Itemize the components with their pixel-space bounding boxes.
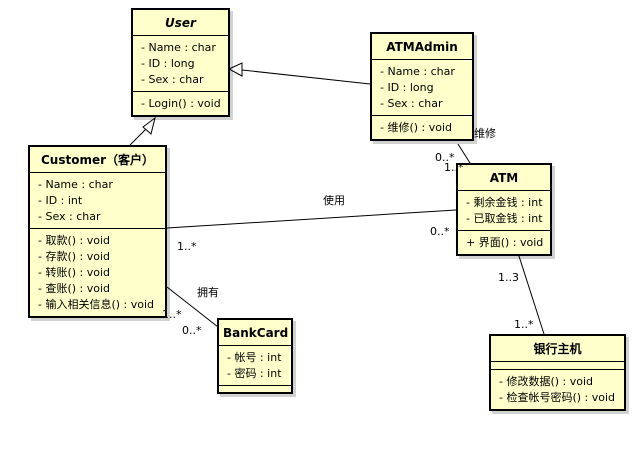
attribute: - Sex : char: [141, 73, 204, 86]
class-name: BankCard: [219, 320, 291, 346]
association-name-own: 拥有: [197, 286, 219, 299]
attribute: - Name : char: [38, 178, 113, 191]
attributes-compartment: - Name : char - ID : long - Sex : char: [133, 36, 228, 92]
operations-compartment: [219, 386, 291, 392]
multiplicity-host-end: 1..*: [514, 318, 534, 331]
multiplicity-customer-end-use: 1..*: [177, 240, 197, 253]
attribute: - 密码 : int: [227, 367, 282, 380]
class-bankcard[interactable]: BankCard - 帐号 : int - 密码 : int: [217, 318, 293, 394]
association-name-repair: 维修: [474, 127, 496, 140]
attributes-compartment: - 帐号 : int - 密码 : int: [219, 346, 291, 386]
attribute: - 剩余金钱 : int: [466, 196, 543, 209]
multiplicity-card-end: 0..*: [182, 324, 202, 337]
attribute: - 帐号 : int: [227, 351, 282, 364]
inheritance-arrowhead-user-from-atmadmin: [227, 62, 243, 77]
operations-compartment: - 维修() : void: [372, 116, 472, 139]
class-customer[interactable]: Customer（客户） - Name : char - ID : int - …: [28, 145, 167, 318]
operation: - 取款() : void: [38, 234, 111, 247]
inheritance-arrowhead-user-from-customer: [142, 116, 156, 135]
class-name: User: [133, 10, 228, 36]
attribute: - 已取金钱 : int: [466, 212, 543, 225]
class-user[interactable]: User - Name : char - ID : long - Sex : c…: [131, 8, 230, 117]
class-name: 银行主机: [491, 336, 624, 362]
operation: - 修改数据() : void: [499, 375, 594, 388]
generalization-atmadmin-user: [241, 69, 371, 85]
attribute: - ID : int: [38, 194, 83, 207]
association-atm-host: [517, 252, 545, 335]
attributes-compartment: [491, 362, 624, 370]
association-admin-atm: [457, 143, 471, 164]
class-atmadmin[interactable]: ATMAdmin - Name : char - ID : long - Sex…: [370, 32, 474, 141]
attribute: - Sex : char: [380, 97, 443, 110]
operation: + 界面() : void: [466, 236, 544, 249]
association-customer-atm: [166, 209, 457, 229]
operations-compartment: - 修改数据() : void - 检查帐号密码() : void: [491, 370, 624, 409]
multiplicity-admin-end: 1..*: [444, 161, 464, 174]
operation: - 检查帐号密码() : void: [499, 391, 616, 404]
attributes-compartment: - Name : char - ID : int - Sex : char: [30, 173, 165, 229]
attributes-compartment: - Name : char - ID : long - Sex : char: [372, 60, 472, 116]
operation: - 输入相关信息() : void: [38, 298, 155, 311]
multiplicity-customer-end-own: 1..*: [162, 308, 182, 321]
attribute: - ID : long: [380, 81, 434, 94]
operation: - 存款() : void: [38, 250, 111, 263]
association-customer-bankcard: [166, 286, 219, 328]
multiplicity-atm-end-repair: 0..*: [435, 151, 455, 164]
operations-compartment: - 取款() : void - 存款() : void - 转账() : voi…: [30, 229, 165, 316]
class-bank-host[interactable]: 银行主机 - 修改数据() : void - 检查帐号密码() : void: [489, 334, 626, 411]
class-name: ATMAdmin: [372, 34, 472, 60]
operation: - 查账() : void: [38, 282, 111, 295]
association-name-use: 使用: [323, 194, 345, 207]
attributes-compartment: - 剩余金钱 : int - 已取金钱 : int: [458, 191, 550, 231]
operations-compartment: - Login() : void: [133, 92, 228, 115]
multiplicity-atm-end-host: 1..3: [498, 271, 519, 284]
operations-compartment: + 界面() : void: [458, 231, 550, 254]
multiplicity-atm-end-use: 0..*: [430, 225, 450, 238]
class-atm[interactable]: ATM - 剩余金钱 : int - 已取金钱 : int + 界面() : v…: [456, 163, 552, 256]
attribute: - Name : char: [141, 41, 216, 54]
operation: - 转账() : void: [38, 266, 111, 279]
operation: - 维修() : void: [380, 121, 453, 134]
class-name: Customer（客户）: [30, 147, 165, 173]
class-name: ATM: [458, 165, 550, 191]
attribute: - ID : long: [141, 57, 195, 70]
attribute: - Sex : char: [38, 210, 101, 223]
attribute: - Name : char: [380, 65, 455, 78]
operation: - Login() : void: [141, 97, 221, 110]
